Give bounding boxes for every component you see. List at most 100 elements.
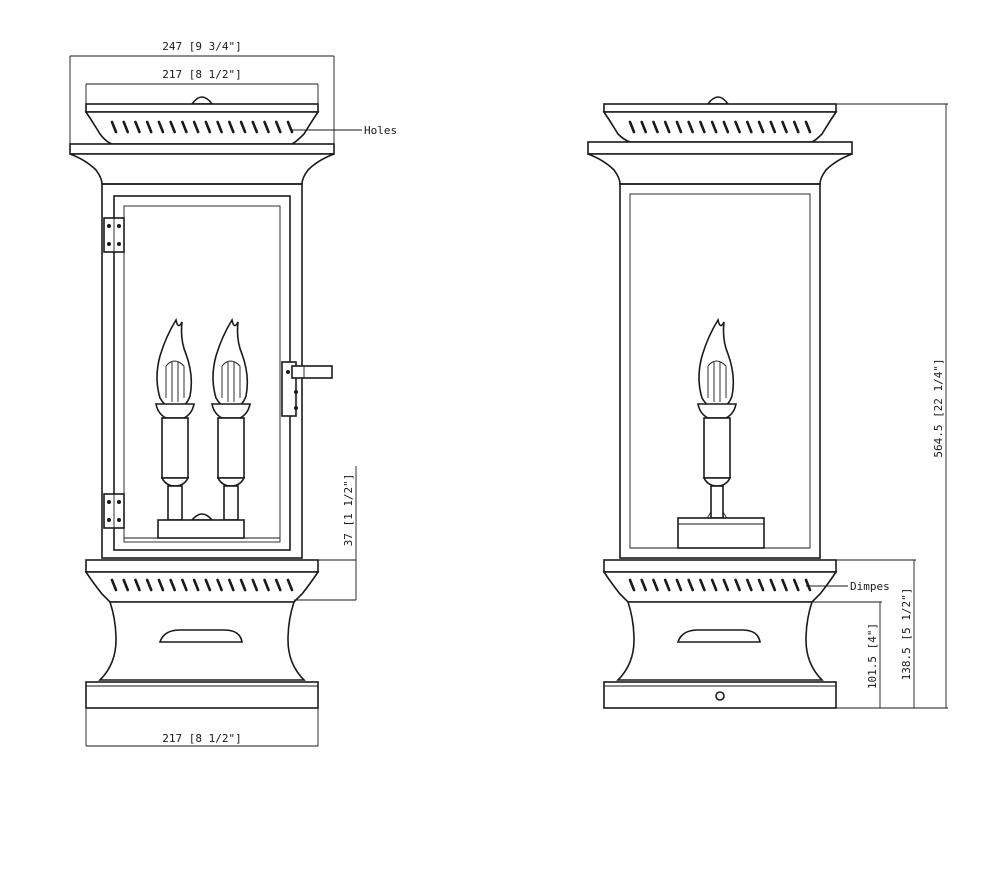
dimension-base-height: 138.5 [5 1/2"]: [836, 559, 916, 708]
hinge-bottom: [103, 493, 125, 529]
base-collar: [84, 571, 320, 603]
slot-mark: [757, 120, 765, 134]
candle-left: [155, 317, 195, 521]
dimension-overall-width: 247 [9 3/4"]: [69, 40, 335, 144]
dimension-overall-height: 564.5 [22 1/4"]: [728, 103, 948, 709]
holes-label: Holes: [364, 124, 397, 137]
slot-mark: [192, 578, 200, 592]
slot-mark: [157, 578, 165, 592]
overall-height-label: 564.5 [22 1/4"]: [932, 358, 945, 457]
slot-mark: [286, 578, 294, 592]
slot-mark: [675, 120, 683, 134]
slot-mark: [134, 120, 141, 134]
slot-mark: [792, 578, 800, 592]
slot-mark: [251, 578, 259, 592]
frame-door: [113, 195, 291, 551]
slot-mark: [157, 120, 165, 134]
side-top-cap-plate: [603, 103, 837, 113]
slot-mark: [663, 120, 671, 134]
slot-mark: [110, 120, 118, 134]
dimension-base-width: 217 [8 1/2"]: [85, 708, 319, 747]
glass-bottom-label: 37 [1 1/2"]: [342, 474, 355, 547]
burner-dome: [190, 513, 214, 521]
slot-mark: [145, 578, 153, 592]
slot-mark: [216, 120, 223, 134]
front-view-lantern: 247 [9 3/4"] 217 [8 1/2"] 217 [8 1/2"] 3…: [69, 40, 397, 747]
slot-mark: [263, 578, 270, 592]
slot-mark: [710, 578, 718, 592]
frame-outer: [101, 183, 303, 559]
top-crown: [84, 111, 320, 145]
slot-mark: [192, 120, 200, 134]
door-latch: [281, 361, 333, 417]
slot-mark: [628, 120, 636, 134]
callout-dimples: Dimpes: [806, 580, 890, 593]
dimples-label: Dimpes: [850, 580, 890, 593]
slot-mark: [734, 578, 741, 592]
slot-mark: [251, 120, 259, 134]
base-holes-row: [110, 578, 294, 592]
top-width-label: 217 [8 1/2"]: [162, 68, 241, 81]
top-ledge: [69, 143, 335, 155]
slot-mark: [640, 120, 648, 134]
top-cap-plate: [85, 103, 319, 113]
slot-mark: [746, 120, 753, 134]
slot-mark: [722, 578, 730, 592]
slot-mark: [746, 578, 753, 592]
top-finial-dome: [190, 96, 214, 105]
side-base-collar: [602, 571, 838, 603]
slot-mark: [699, 578, 706, 592]
slot-mark: [228, 120, 235, 134]
slot-mark: [769, 578, 777, 592]
base-emblem-slot: [158, 629, 243, 643]
slot-mark: [757, 578, 765, 592]
candle-base-plate: [157, 519, 245, 539]
slot-mark: [204, 578, 212, 592]
slot-mark: [804, 578, 812, 592]
dimension-glass-bottom: 37 [1 1/2"]: [294, 466, 357, 601]
slot-mark: [239, 578, 247, 592]
side-frame-outer: [619, 183, 821, 559]
glass-panel: [123, 205, 281, 543]
plinth-height-label: 101.5 [4"]: [866, 623, 879, 689]
slot-mark: [687, 578, 694, 592]
side-burner-box: [677, 517, 765, 549]
slot-mark: [628, 578, 636, 592]
slot-mark: [122, 578, 130, 592]
slot-mark: [769, 120, 777, 134]
slot-mark: [263, 120, 270, 134]
side-candle: [697, 317, 737, 521]
side-top-crown: [602, 111, 838, 143]
slot-mark: [675, 578, 683, 592]
side-top-ledge: [587, 141, 853, 155]
hinge-top: [103, 217, 125, 253]
slot-mark: [145, 120, 153, 134]
slot-mark: [228, 578, 235, 592]
slot-mark: [687, 120, 694, 134]
slot-mark: [204, 120, 212, 134]
overall-width-label: 247 [9 3/4"]: [162, 40, 241, 53]
side-base-top-plate: [603, 559, 837, 573]
side-base-screw-hole: [715, 691, 725, 701]
dimension-plinth-height: 101.5 [4"]: [812, 601, 882, 708]
slot-mark: [181, 120, 188, 134]
slot-mark: [274, 578, 282, 592]
candle-right: [211, 317, 251, 521]
slot-mark: [663, 578, 671, 592]
side-base-emblem-slot: [676, 629, 761, 643]
slot-mark: [122, 120, 130, 134]
slot-mark: [239, 120, 247, 134]
base-top-plate: [85, 559, 319, 573]
slot-mark: [710, 120, 718, 134]
side-view-lantern: 564.5 [22 1/4"] 138.5 [5 1/2"] 101.5 [4"…: [587, 96, 948, 709]
side-dimples-row: [628, 578, 812, 592]
dimension-top-width: 217 [8 1/2"]: [85, 68, 319, 104]
slot-mark: [216, 578, 223, 592]
slot-mark: [722, 120, 730, 134]
slot-mark: [640, 578, 648, 592]
slot-mark: [274, 120, 282, 134]
slot-mark: [781, 578, 788, 592]
base-width-label: 217 [8 1/2"]: [162, 732, 241, 745]
slot-mark: [781, 120, 788, 134]
